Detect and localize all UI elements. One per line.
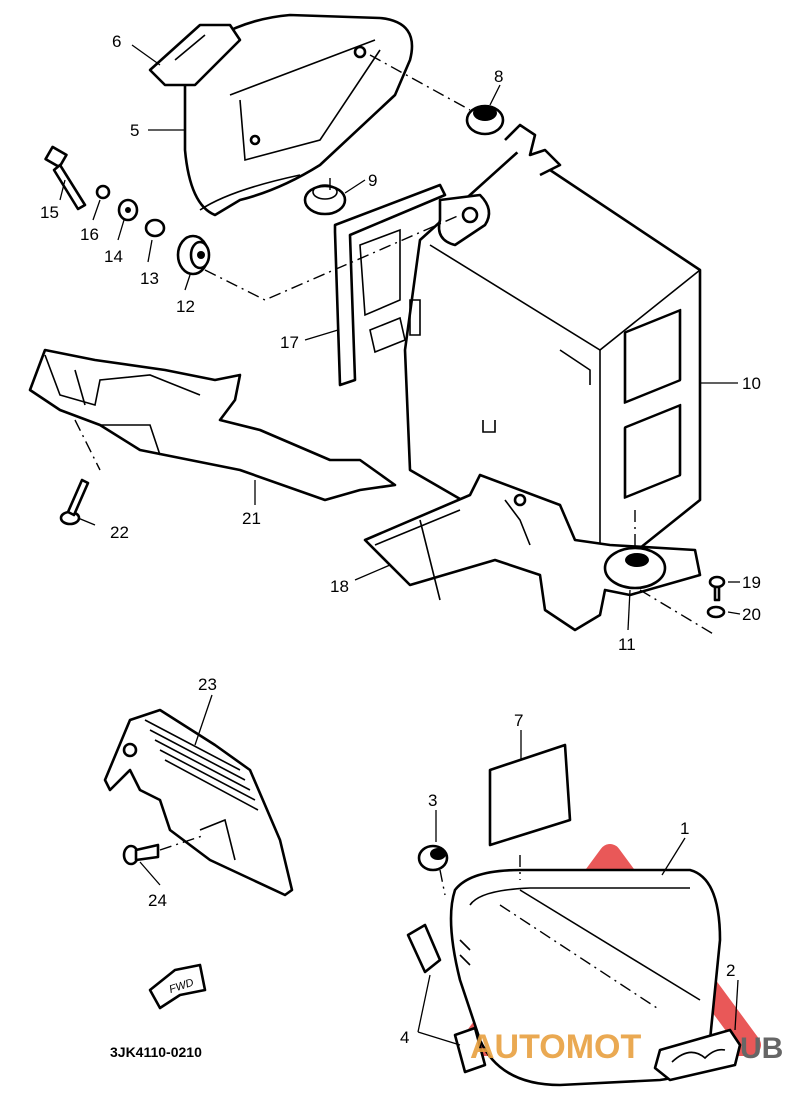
part-22-bolt (59, 478, 90, 526)
part-4-damper (406, 923, 487, 1074)
fwd-arrow: FWD (148, 963, 207, 1010)
part-5-cover (183, 13, 414, 217)
callout-16: 16 (80, 225, 99, 244)
callout-4: 4 (400, 1028, 409, 1047)
part-23-side-cover (103, 708, 294, 897)
part-7-label (488, 743, 572, 847)
part-20-washer (706, 605, 726, 619)
part-17-bracket (333, 183, 447, 387)
callout-13: 13 (140, 269, 159, 288)
callout-6: 6 (112, 32, 121, 51)
assembly-lines (74, 54, 716, 1011)
leader-lines (59, 44, 741, 1046)
callout-12: 12 (176, 297, 195, 316)
callout-9: 9 (368, 171, 377, 190)
watermark-text: AUTOMOT UB (470, 1028, 783, 1066)
callout-24: 24 (148, 891, 167, 910)
part-13-collar (144, 218, 166, 238)
watermark-text-right: UB (740, 1032, 783, 1065)
callout-23: 23 (198, 675, 217, 694)
callout-5: 5 (130, 121, 139, 140)
watermark-text-left: AUTOMOT (470, 1028, 641, 1066)
callout-3: 3 (428, 791, 437, 810)
part-12-grommet (176, 234, 211, 276)
part-9-grommet (303, 184, 347, 216)
part-8-grommet (465, 104, 505, 136)
part-11-grommet (603, 546, 667, 590)
callout-7: 7 (514, 711, 523, 730)
callout-1: 1 (680, 819, 689, 838)
drawing-code: 3JK4110-0210 (110, 1044, 202, 1060)
part-19-screw (708, 575, 726, 602)
part-24-bolt (122, 843, 160, 866)
callout-22: 22 (110, 523, 129, 542)
part-15-bolt (44, 145, 87, 211)
callout-21: 21 (242, 509, 261, 528)
part-10-battery-box (403, 123, 702, 582)
part-2-emblem (653, 1028, 742, 1082)
callout-15: 15 (40, 203, 59, 222)
callout-10: 10 (742, 374, 761, 393)
callout-17: 17 (280, 333, 299, 352)
callout-11: 11 (618, 635, 636, 654)
callout-20: 20 (742, 605, 761, 624)
callout-19: 19 (742, 573, 761, 592)
part-6-tab (148, 23, 242, 87)
part-16-washer (95, 184, 111, 200)
part-14-washer (117, 198, 139, 222)
callout-labels: 6 5 8 9 10 15 16 14 13 12 17 18 11 19 20… (40, 32, 761, 1047)
part-21-duct (28, 348, 397, 502)
callout-2: 2 (726, 961, 735, 980)
part-3-grommet (417, 844, 449, 872)
callout-14: 14 (104, 247, 123, 266)
callout-18: 18 (330, 577, 349, 596)
callout-8: 8 (494, 67, 503, 86)
